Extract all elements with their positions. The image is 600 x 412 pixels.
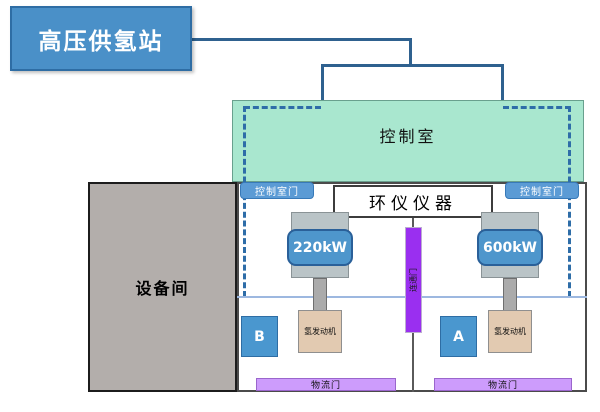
control-room xyxy=(232,100,584,182)
logistics-door-right: 物流门 xyxy=(434,378,572,391)
connector-line-v2 xyxy=(321,64,324,108)
dashed-boundary-right xyxy=(568,106,571,297)
dyno-power-left: 220kW xyxy=(287,229,353,266)
equipment-room: 设备间 xyxy=(88,182,237,392)
connecting-door-label: 连通门 xyxy=(408,268,418,292)
connector-line-v3 xyxy=(501,64,504,108)
shaft-left xyxy=(313,278,327,311)
connector-line-v1 xyxy=(409,38,412,67)
dashed-boundary-top-right xyxy=(503,106,571,109)
connector-line-h1 xyxy=(190,38,412,41)
station-title-box: 高压供氢站 xyxy=(10,6,192,71)
control-room-door-right: 控制室门 xyxy=(505,182,579,199)
connecting-door: 连通门 xyxy=(405,227,422,333)
engine-left: 氢发动机 xyxy=(298,310,342,353)
station-title-label: 高压供氢站 xyxy=(38,28,164,55)
cell-id-a: A xyxy=(440,316,477,357)
engine-right: 氢发动机 xyxy=(488,310,532,353)
logistics-door-left: 物流门 xyxy=(256,378,396,391)
dyno-power-right: 600kW xyxy=(477,229,543,266)
dashed-boundary-left xyxy=(243,106,246,297)
control-room-door-left: 控制室门 xyxy=(240,182,314,199)
equipment-room-label: 设备间 xyxy=(135,279,190,298)
cell-id-b: B xyxy=(241,316,278,357)
control-room-label: 控制室 xyxy=(379,127,437,146)
shaft-right xyxy=(503,278,517,311)
dashed-boundary-top-left xyxy=(244,106,321,109)
connector-line-h2 xyxy=(321,64,504,67)
instrument-vendor-box: 环仪仪器 xyxy=(333,185,493,218)
